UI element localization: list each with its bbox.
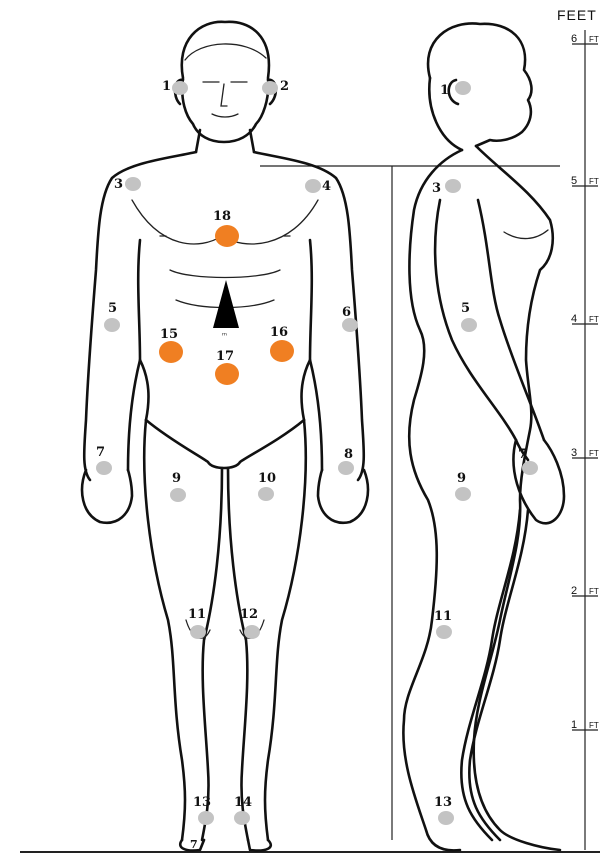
side-marker-label-1: 1: [440, 83, 449, 98]
side-marker-7: [522, 461, 538, 475]
side-marker-13: [438, 811, 454, 825]
ruler-unit-label: FT: [589, 177, 599, 186]
front-marker-11: [190, 625, 206, 639]
front-marker-label-17: 17: [216, 349, 234, 364]
ruler-mark-label: 2: [571, 585, 577, 597]
front-marker-label-4: 4: [322, 179, 331, 194]
front-marker-label-8: 8: [344, 447, 353, 462]
side-back-outline: [403, 150, 462, 850]
front-marker-label-1: 1: [162, 79, 171, 94]
ruler-unit-label: FT: [589, 35, 599, 44]
ruler-unit-label: FT: [589, 587, 599, 596]
front-marker-5: [104, 318, 120, 332]
front-marker-label-10: 10: [258, 471, 276, 486]
front-head-outline: [182, 22, 269, 142]
side-marker-9: [455, 487, 471, 501]
side-marker-1: [455, 81, 471, 95]
front-marker-label-11: 11: [188, 607, 206, 622]
front-marker-18: [215, 225, 239, 247]
front-marker-label-14: 14: [234, 795, 252, 810]
ruler-unit-label: FT: [589, 721, 599, 730]
ruler-title: FEET: [557, 7, 597, 23]
ruler-mark-label: 5: [571, 175, 577, 187]
side-marker-label-11: 11: [434, 609, 452, 624]
front-marker-15: [159, 341, 183, 363]
front-marker-10: [258, 487, 274, 501]
front-marker-label-3: 3: [114, 177, 123, 192]
ruler-mark-label: 6: [571, 33, 577, 45]
front-marker-12: [244, 625, 260, 639]
front-marker-8: [338, 461, 354, 475]
front-marker-label-12: 12: [240, 607, 258, 622]
side-marker-5: [461, 318, 477, 332]
front-marker-7: [96, 461, 112, 475]
front-marker-label-5: 5: [108, 301, 117, 316]
front-marker-1: [172, 81, 188, 95]
front-marker-3: [125, 177, 141, 191]
front-marker-label-7: 7: [96, 445, 105, 460]
front-marker-label-2: 2: [280, 79, 289, 94]
ruler-mark-label: 3: [571, 447, 577, 459]
front-marker-6: [342, 318, 358, 332]
front-marker-label-13: 13: [193, 795, 211, 810]
front-marker-9: [170, 488, 186, 502]
ruler-mark-label: 1: [571, 719, 577, 731]
front-marker-label-16: 16: [270, 325, 288, 340]
side-marker-label-13: 13: [434, 795, 452, 810]
side-marker-3: [445, 179, 461, 193]
guide-lines: [20, 166, 600, 852]
ruler-unit-label: FT: [589, 315, 599, 324]
side-marker-label-9: 9: [457, 471, 466, 486]
ruler-mark-label: 4: [571, 313, 577, 325]
front-marker-16: [270, 340, 294, 362]
side-marker-label-7: 7: [518, 447, 527, 462]
front-marker-2: [262, 81, 278, 95]
side-marker-11: [436, 625, 452, 639]
side-marker-label-3: 3: [432, 181, 441, 196]
front-marker-label-18: 18: [213, 209, 231, 224]
side-figure: [403, 23, 564, 850]
front-marker-label-15: 15: [160, 327, 178, 342]
front-marker-4: [305, 179, 321, 193]
front-marker-13: [198, 811, 214, 825]
foot-number-fragment: 7: [190, 838, 198, 851]
ruler-unit-label: FT: [589, 449, 599, 458]
side-arm: [435, 200, 528, 460]
front-marker-label-9: 9: [172, 471, 181, 486]
center-marker-icon: ᵐ: [213, 280, 239, 340]
svg-text:ᵐ: ᵐ: [222, 331, 227, 340]
side-marker-label-5: 5: [461, 301, 470, 316]
front-marker-17: [215, 363, 239, 385]
front-marker-14: [234, 811, 250, 825]
front-figure: [82, 22, 368, 851]
front-marker-label-6: 6: [342, 305, 351, 320]
